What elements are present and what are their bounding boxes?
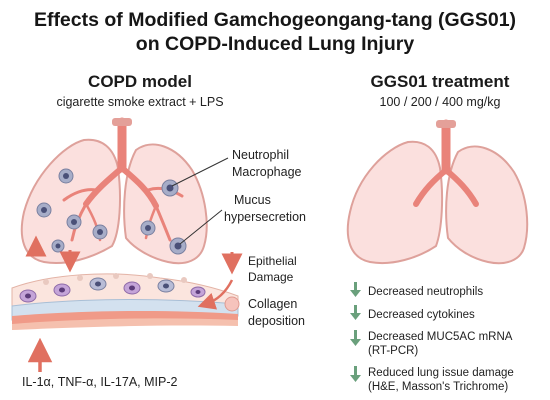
treated-trachea-cap — [436, 120, 456, 128]
collagen-label: Collagen — [248, 297, 298, 311]
cell-2 — [36, 202, 52, 218]
collagen-blob — [224, 296, 240, 312]
effect-arrow-3 — [350, 330, 361, 346]
copd-left-lung — [20, 138, 121, 264]
copd-model-subheading: cigarette smoke extract + LPS — [56, 95, 224, 109]
treated-left-lung — [346, 140, 444, 264]
damage-label: Damage — [248, 270, 294, 284]
copd-model-heading: COPD model — [88, 72, 192, 91]
cell-6 — [161, 179, 179, 197]
treated-lungs — [346, 140, 529, 265]
treatment-heading: GGS01 treatment — [370, 72, 510, 91]
cell-7 — [140, 220, 156, 236]
effect-decreased-neutrophils: Decreased neutrophils — [368, 286, 484, 298]
epithelial-damage-arrow — [197, 279, 234, 310]
copd-trachea-cap — [112, 118, 132, 126]
effect-decreased-cytokines: Decreased cytokines — [368, 309, 475, 321]
neutrophil-pointer-line — [171, 157, 229, 187]
title-line-1: Effects of Modified Gamchogeongang-tang … — [33, 9, 517, 31]
effect-arrow-2 — [350, 305, 361, 320]
title-line-2: on COPD-Induced Lung Injury — [135, 33, 415, 55]
copd-right-lung — [123, 143, 208, 265]
effect-rt-pcr: (RT-PCR) — [368, 345, 419, 357]
deposition-label: deposition — [248, 314, 305, 328]
effect-reduced-lung-damage: Reduced lung issue damage — [368, 367, 514, 379]
treated-bronchial-tree — [413, 119, 479, 207]
cell-1 — [58, 168, 74, 184]
cell-5 — [51, 239, 65, 253]
effect-staining-methods: (H&E, Masson's Trichrome) — [368, 381, 509, 393]
treatment-subheading: 100 / 200 / 400 mg/kg — [379, 95, 501, 109]
cell-8 — [169, 237, 187, 255]
effect-decreased-muc5ac: Decreased MUC5AC mRNA — [368, 331, 513, 343]
epithelial-label: Epithelial — [248, 254, 297, 268]
macrophage-label: Macrophage — [232, 165, 302, 179]
epithelial-tissue — [11, 273, 239, 330]
treated-right-lung — [445, 145, 529, 265]
effect-arrow-4 — [350, 366, 361, 382]
neutrophil-label: Neutrophil — [232, 148, 289, 162]
copd-lung-arrows — [25, 235, 243, 275]
mucus-pointer-line — [179, 209, 223, 245]
hypersecretion-label: hypersecretion — [224, 210, 306, 224]
cytokine-list: IL-1α, TNF-α, IL-17A, MIP-2 — [22, 375, 178, 389]
lung-inflammatory-cells — [36, 168, 187, 255]
cell-3 — [66, 214, 82, 230]
cell-4 — [92, 224, 108, 240]
effect-arrows — [350, 282, 361, 382]
mucus-label: Mucus — [234, 193, 271, 207]
effect-arrow-1 — [350, 282, 361, 297]
